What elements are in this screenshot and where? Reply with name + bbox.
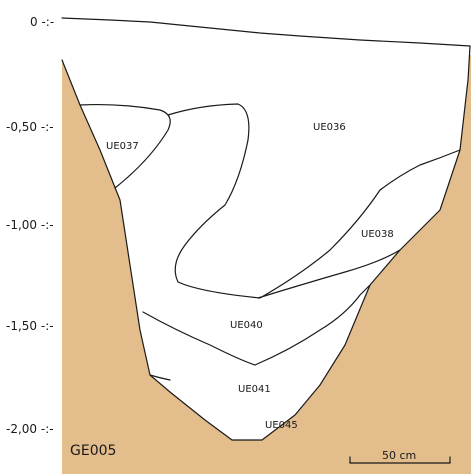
ue038-label: UE038	[361, 229, 394, 240]
feature-id-label: GE005	[70, 443, 116, 459]
scale-bar	[349, 456, 451, 464]
depth-label-0: 0 -:-	[30, 15, 54, 29]
ue037-boundary	[79, 103, 171, 189]
ue045-label: UE045	[265, 420, 298, 431]
depth-label-200: -2,00 -:-	[6, 422, 54, 436]
ue041-label: UE041	[238, 384, 271, 395]
ue040-upper-boundary	[142, 284, 371, 366]
ue036-label: UE036	[313, 122, 346, 133]
scale-bar-label: 50 cm	[382, 449, 416, 462]
depth-label-050: -0,50 -:-	[6, 120, 54, 134]
ue040-label: UE040	[230, 320, 263, 331]
ue041-upper-boundary	[149, 374, 171, 381]
depth-label-150: -1,50 -:-	[6, 319, 54, 333]
ue036-lower-boundary	[167, 103, 461, 299]
ue038-lower-boundary	[257, 249, 401, 299]
pit-fill-area	[62, 18, 470, 440]
surface-line	[61, 17, 471, 47]
depth-label-100: -1,00 -:-	[6, 218, 54, 232]
pit-outline	[61, 45, 471, 441]
ue037-label: UE037	[106, 141, 139, 152]
